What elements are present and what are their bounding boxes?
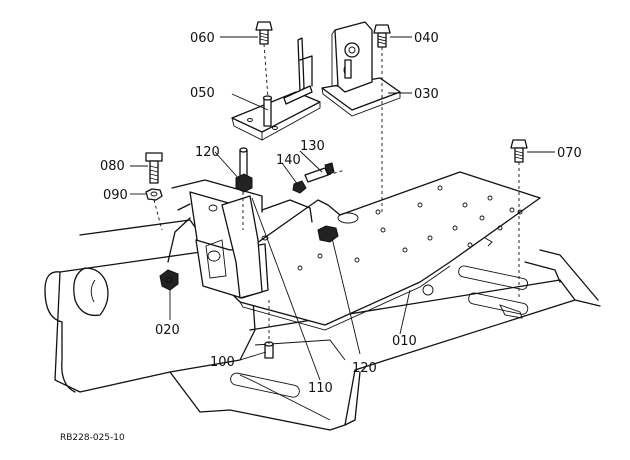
nut-020: [159, 269, 179, 291]
label-120-upper: 120: [195, 145, 220, 160]
drawing-code: RB228-025-10: [60, 433, 125, 443]
leader-lines: [130, 36, 555, 381]
label-010: 010: [392, 334, 417, 349]
bolt-040: [373, 24, 391, 48]
label-020: 020: [155, 323, 180, 338]
nut-120-lower: [317, 225, 339, 243]
nut-100: [145, 188, 163, 201]
bolt-060: [255, 21, 273, 45]
floor-plate: [229, 171, 541, 331]
pin-080: [264, 341, 274, 359]
chassis-frame: [44, 219, 601, 431]
label-120-lower: 120: [352, 361, 377, 376]
bracket-050: [231, 37, 321, 141]
label-100: 090: [103, 188, 128, 203]
label-050: 050: [190, 86, 215, 101]
label-110: 110: [308, 381, 333, 396]
label-060: 060: [190, 31, 215, 46]
label-080: 100: [210, 355, 235, 370]
label-130: 130: [300, 139, 325, 154]
pedal-bracket: [167, 179, 313, 299]
part-labels: 060 040 050 030 070 080 090 120 130 140 …: [60, 31, 582, 443]
nut-120-upper: [235, 147, 253, 193]
nut-140: [292, 180, 307, 194]
label-030: 030: [414, 87, 439, 102]
label-090: 080: [100, 159, 125, 174]
label-040: 040: [414, 31, 439, 46]
bolt-070: [510, 139, 528, 163]
label-070: 070: [557, 146, 582, 161]
bolt-090: [145, 152, 163, 184]
bracket-030: [321, 21, 401, 117]
label-140: 140: [276, 153, 301, 168]
bolt-130: [304, 162, 335, 183]
assembly-lines: [153, 43, 520, 344]
